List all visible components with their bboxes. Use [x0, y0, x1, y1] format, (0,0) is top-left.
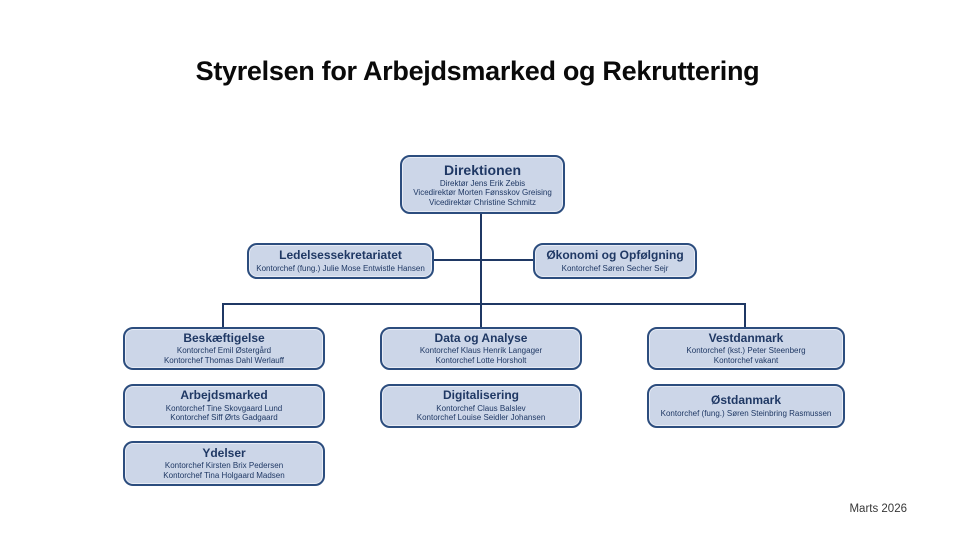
- connector-row2-horizontal: [434, 259, 533, 261]
- org-box-ostdanmark: Østdanmark Kontorchef (fung.) Søren Stei…: [647, 384, 845, 428]
- org-box-line: Kontorchef Thomas Dahl Werlauff: [163, 355, 285, 365]
- org-box-okonomi-og-opfolgning: Økonomi og Opfølgning Kontorchef Søren S…: [533, 243, 697, 279]
- org-box-title: Vestdanmark: [708, 330, 784, 345]
- org-box-vestdanmark: Vestdanmark Kontorchef (kst.) Peter Stee…: [647, 327, 845, 370]
- org-box-data-og-analyse: Data og Analyse Kontorchef Klaus Henrik …: [380, 327, 582, 370]
- org-box-title: Økonomi og Opfølgning: [546, 247, 684, 262]
- connector-left-drop: [222, 303, 224, 327]
- org-box-line: Vicedirektør Christine Schmitz: [429, 197, 536, 207]
- org-box-beskaeftigelse: Beskæftigelse Kontorchef Emil Østergård …: [123, 327, 325, 370]
- org-box-direktionen: Direktionen Direktør Jens Erik Zebis Vic…: [400, 155, 565, 214]
- org-box-line: Kontorchef Søren Secher Sejr: [561, 263, 669, 273]
- org-box-title: Arbejdsmarked: [180, 388, 268, 402]
- org-box-line: Kontorchef Tine Skovgaard Lund: [165, 403, 283, 413]
- org-box-title: Beskæftigelse: [183, 330, 265, 345]
- org-box-ledelsessekretariatet: Ledelsessekretariatet Kontorchef (fung.)…: [247, 243, 434, 279]
- org-box-line: Kontorchef Siff Ørts Gadgaard: [170, 413, 278, 423]
- org-box-line: Kontorchef Louise Seidler Johansen: [416, 413, 546, 423]
- connector-center-vertical: [480, 213, 482, 327]
- org-box-title: Ledelsessekretariatet: [279, 247, 402, 262]
- org-box-ydelser: Ydelser Kontorchef Kirsten Brix Pedersen…: [123, 441, 325, 486]
- org-box-line: Kontorchef Claus Balslev: [436, 403, 526, 413]
- org-box-arbejdsmarked: Arbejdsmarked Kontorchef Tine Skovgaard …: [123, 384, 325, 428]
- org-box-line: Kontorchef Klaus Henrik Langager: [419, 346, 543, 356]
- org-box-line: Kontorchef (fung.) Julie Mose Entwistle …: [256, 263, 425, 273]
- org-box-line: Kontorchef Lotte Horsholt: [435, 355, 527, 365]
- footer-date: Marts 2026: [849, 503, 907, 515]
- page-title: Styrelsen for Arbejdsmarked og Rekrutter…: [195, 56, 760, 86]
- org-box-title: Data og Analyse: [434, 330, 528, 345]
- org-box-line: Kontorchef Tina Holgaard Madsen: [163, 470, 285, 480]
- org-box-line: Vicedirektør Morten Fønsskov Greising: [413, 188, 552, 198]
- connector-main-horizontal: [222, 303, 746, 305]
- org-box-line: Kontorchef (fung.) Søren Steinbring Rasm…: [660, 408, 832, 418]
- org-box-line: Kontorchef Emil Østergård: [176, 346, 272, 356]
- org-box-line: Direktør Jens Erik Zebis: [439, 178, 526, 188]
- org-box-line: Kontorchef (kst.) Peter Steenberg: [686, 346, 806, 356]
- org-box-line: Kontorchef vakant: [713, 355, 779, 365]
- connector-right-drop: [744, 303, 746, 327]
- org-box-line: Kontorchef Kirsten Brix Pedersen: [164, 461, 284, 471]
- org-box-title: Digitalisering: [442, 388, 519, 402]
- org-box-title: Direktionen: [443, 161, 521, 178]
- org-box-title: Østdanmark: [710, 392, 782, 407]
- org-box-digitalisering: Digitalisering Kontorchef Claus Balslev …: [380, 384, 582, 428]
- org-box-title: Ydelser: [202, 445, 246, 460]
